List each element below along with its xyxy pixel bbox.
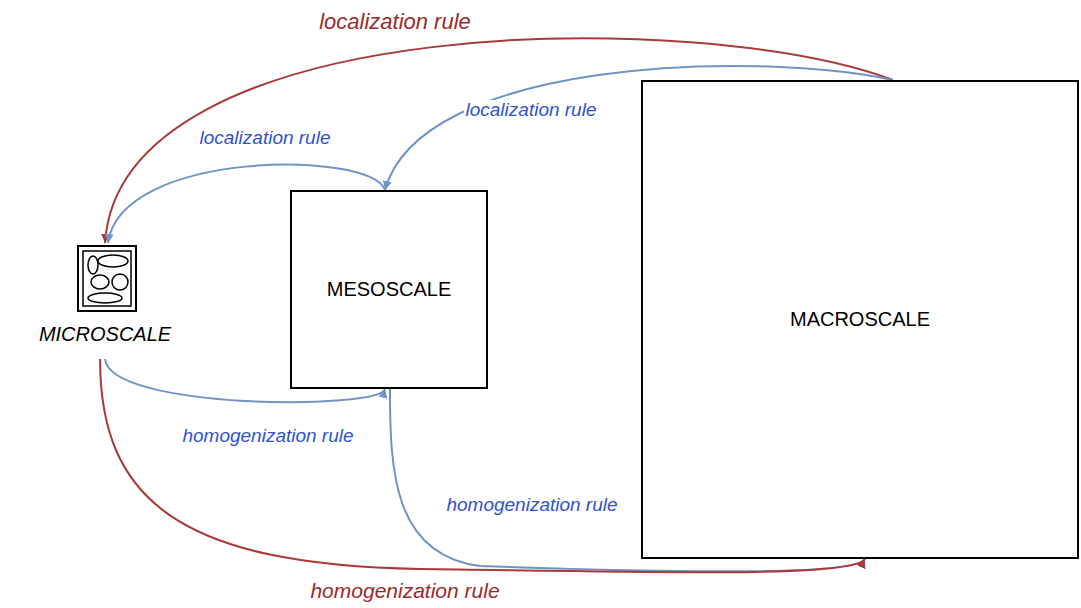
rule-label: localization rule (464, 100, 599, 121)
rule-label: homogenization rule (444, 495, 619, 516)
scale-heading: MICROSCALE (39, 323, 171, 346)
microscale-node: MICROSCALE (10, 243, 200, 359)
rule-label: homogenization rule (308, 579, 501, 602)
rule-label: homogenization rule (180, 426, 355, 447)
microstructure-cell (77, 245, 137, 312)
rule-label: localization rule (198, 128, 333, 149)
scale-heading: MACROSCALE (790, 308, 930, 331)
scale-box: MACROSCALE (641, 80, 1079, 559)
inclusion-ellipses (79, 247, 135, 310)
rule-label: localization rule (317, 10, 473, 34)
scale-box: MESOSCALE (290, 190, 488, 389)
scale-heading: MESOSCALE (327, 278, 451, 301)
